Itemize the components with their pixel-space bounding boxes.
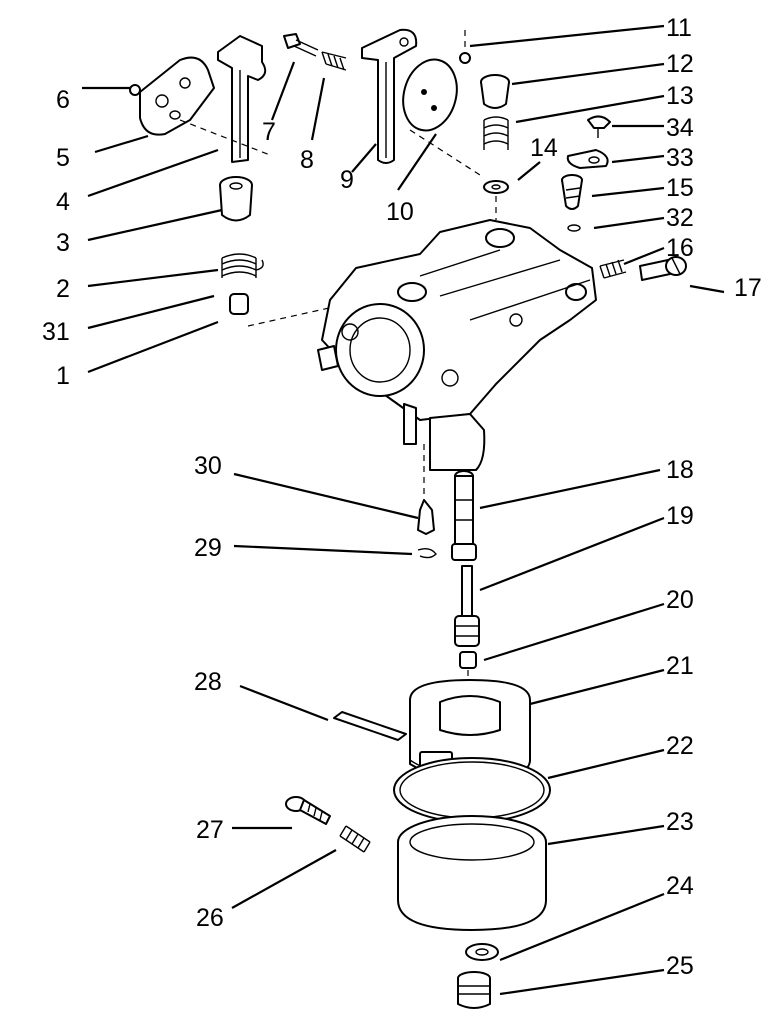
- leader-20: [483, 602, 665, 662]
- leader-12: [511, 62, 665, 86]
- callout-25: 25: [666, 952, 694, 980]
- part-25-bowl-nut: [457, 971, 491, 1009]
- part-18-main-jet-tube: [451, 470, 477, 561]
- part-22-gasket: [393, 757, 551, 823]
- part-17-screw: [639, 256, 687, 281]
- part-27-drain-screw: [285, 796, 331, 825]
- leader-28: [239, 684, 329, 722]
- part-11-screw: [459, 30, 471, 64]
- leader-lines: [82, 24, 725, 996]
- callout-12: 12: [666, 50, 694, 78]
- leader-22: [547, 748, 665, 780]
- part-7-idle-screw: [283, 33, 319, 57]
- leader-11: [469, 24, 665, 48]
- callout-10: 10: [386, 198, 414, 226]
- callout-3: 3: [56, 229, 70, 257]
- callout-33: 33: [666, 144, 694, 172]
- part-33-bracket: [566, 149, 609, 169]
- part-26-spring: [339, 825, 371, 853]
- leader-31: [87, 294, 215, 330]
- callout-4: 4: [56, 188, 70, 216]
- callout-16: 16: [666, 234, 694, 262]
- callout-21: 21: [666, 652, 694, 680]
- callout-17: 17: [734, 274, 762, 302]
- part-10-choke-plate: [402, 58, 481, 176]
- leader-26: [231, 849, 337, 909]
- part-13-spring: [483, 116, 509, 150]
- leader-21: [529, 668, 665, 706]
- leader-1: [87, 320, 219, 374]
- part-2-spring: [221, 253, 264, 278]
- callout-22: 22: [666, 732, 694, 760]
- part-9-choke-shaft: [361, 28, 418, 164]
- leader-3: [87, 208, 223, 242]
- part-32-o-ring: [567, 224, 581, 232]
- leader-4: [87, 148, 219, 198]
- leader-8: [310, 77, 326, 141]
- leader-5: [94, 134, 149, 154]
- callout-9: 9: [340, 166, 354, 194]
- callout-labels: 1 2 3 4 5 6 31 7 8 9 10 11 12 13 14 34 3…: [42, 14, 762, 980]
- part-24-washer: [465, 943, 499, 961]
- callout-18: 18: [666, 456, 694, 484]
- leader-2: [87, 268, 219, 288]
- callout-14: 14: [530, 134, 558, 162]
- part-19-nozzle: [454, 565, 480, 647]
- leader-15: [591, 186, 665, 198]
- callout-5: 5: [56, 144, 70, 172]
- leader-33: [611, 154, 665, 164]
- callout-32: 32: [666, 204, 694, 232]
- part-14-washer: [483, 180, 509, 220]
- callout-13: 13: [666, 82, 694, 110]
- callout-8: 8: [300, 146, 314, 174]
- callout-27: 27: [196, 816, 224, 844]
- part-30-float-needle: [417, 499, 435, 535]
- callout-2: 2: [56, 275, 70, 303]
- leader-29: [233, 544, 413, 556]
- leader-32: [593, 216, 665, 230]
- part-3-seal: [219, 176, 253, 222]
- part-28-float-pin: [333, 711, 407, 741]
- part-4-throttle-shaft: [179, 35, 271, 163]
- callout-6: 6: [56, 86, 70, 114]
- leader-7: [270, 61, 296, 121]
- leader-13: [515, 94, 665, 124]
- callout-24: 24: [666, 872, 694, 900]
- leader-14: [517, 161, 541, 181]
- leader-17: [689, 284, 725, 294]
- callout-19: 19: [666, 502, 694, 530]
- leader-24: [499, 892, 665, 962]
- carburetor-body: [317, 219, 597, 500]
- leader-25: [499, 968, 665, 996]
- part-29-clip: [417, 547, 437, 559]
- part-16-spring: [599, 259, 627, 279]
- part-6-screw: [129, 84, 141, 96]
- part-12-cap: [480, 74, 510, 109]
- leader-19: [479, 516, 665, 592]
- part-5-throttle-plate: [139, 56, 215, 136]
- callout-23: 23: [666, 808, 694, 836]
- callout-26: 26: [196, 904, 224, 932]
- leader-30: [233, 472, 419, 520]
- part-34-screw: [587, 115, 611, 138]
- leader-10: [397, 133, 437, 191]
- callout-7: 7: [262, 118, 276, 146]
- part-23-float-bowl: [397, 815, 547, 931]
- leader-9: [351, 143, 377, 173]
- callout-30: 30: [194, 452, 222, 480]
- leader-18: [479, 468, 661, 510]
- callout-1: 1: [56, 362, 70, 390]
- callout-15: 15: [666, 174, 694, 202]
- callout-28: 28: [194, 668, 222, 696]
- callout-11: 11: [666, 14, 692, 42]
- leader-16: [623, 246, 665, 266]
- callout-31: 31: [42, 318, 70, 346]
- callout-29: 29: [194, 534, 222, 562]
- callout-20: 20: [666, 586, 694, 614]
- callout-34: 34: [666, 114, 694, 142]
- part-8-spring: [321, 51, 347, 71]
- leader-23: [547, 824, 665, 846]
- part-15-needle-valve: [561, 174, 583, 210]
